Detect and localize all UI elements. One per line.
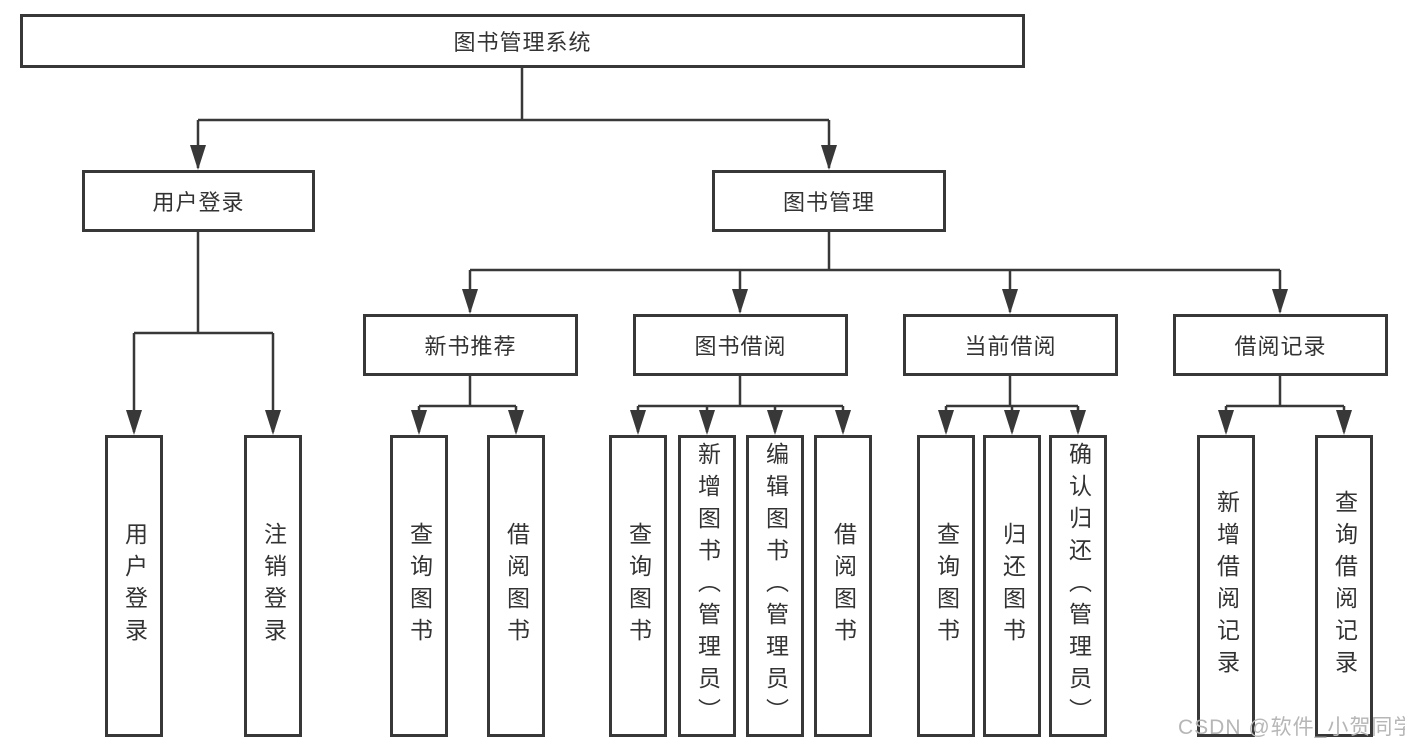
node-book-borrowing: 图书借阅 xyxy=(633,314,848,376)
leaf-newbook-query-books: 查询图书 xyxy=(390,435,448,737)
node-label: 借阅图书 xyxy=(503,522,530,650)
leaf-records-query-record: 查询借阅记录 xyxy=(1315,435,1373,737)
node-label: 查询图书 xyxy=(406,522,433,650)
node-label: 确认归还（管理员） xyxy=(1065,442,1092,730)
node-label: 编辑图书（管理员） xyxy=(762,442,789,730)
leaf-current-confirm-return-admin: 确认归还（管理员） xyxy=(1049,435,1107,737)
node-label: 用户登录 xyxy=(152,190,245,215)
node-label: 新增图书（管理员） xyxy=(694,442,721,730)
csdn-watermark: CSDN @软件_小贺同学 xyxy=(1178,716,1405,739)
node-new-book-recommend: 新书推荐 xyxy=(363,314,578,376)
node-label: 新书推荐 xyxy=(424,334,517,359)
leaf-logout: 注销登录 xyxy=(244,435,302,737)
node-library-management-system: 图书管理系统 xyxy=(20,14,1025,68)
leaf-borrow-query-books: 查询图书 xyxy=(609,435,667,737)
node-label: 用户登录 xyxy=(121,522,148,650)
leaf-newbook-borrow-books: 借阅图书 xyxy=(487,435,545,737)
leaf-borrow-borrow-books: 借阅图书 xyxy=(814,435,872,737)
node-book-management: 图书管理 xyxy=(712,170,946,232)
node-current-borrowing: 当前借阅 xyxy=(903,314,1118,376)
node-label: 借阅记录 xyxy=(1234,334,1327,359)
node-user-login: 用户登录 xyxy=(82,170,315,232)
leaf-current-query-books: 查询图书 xyxy=(917,435,975,737)
node-label: 查询图书 xyxy=(625,522,652,650)
node-borrowing-records: 借阅记录 xyxy=(1173,314,1388,376)
node-label: 图书管理系统 xyxy=(453,30,592,55)
node-label: 新增借阅记录 xyxy=(1213,490,1240,682)
node-label: 归还图书 xyxy=(999,522,1026,650)
node-label: 图书管理 xyxy=(782,190,875,215)
leaf-user-login: 用户登录 xyxy=(105,435,163,737)
node-label: 查询图书 xyxy=(933,522,960,650)
node-label: 注销登录 xyxy=(260,522,287,650)
node-label: 当前借阅 xyxy=(964,334,1057,359)
node-label: 借阅图书 xyxy=(830,522,857,650)
leaf-borrow-edit-books-admin: 编辑图书（管理员） xyxy=(746,435,804,737)
node-label: 图书借阅 xyxy=(694,334,787,359)
leaf-borrow-add-books-admin: 新增图书（管理员） xyxy=(678,435,736,737)
leaf-current-return-books: 归还图书 xyxy=(983,435,1041,737)
leaf-records-add-record: 新增借阅记录 xyxy=(1197,435,1255,737)
node-label: 查询借阅记录 xyxy=(1331,490,1358,682)
